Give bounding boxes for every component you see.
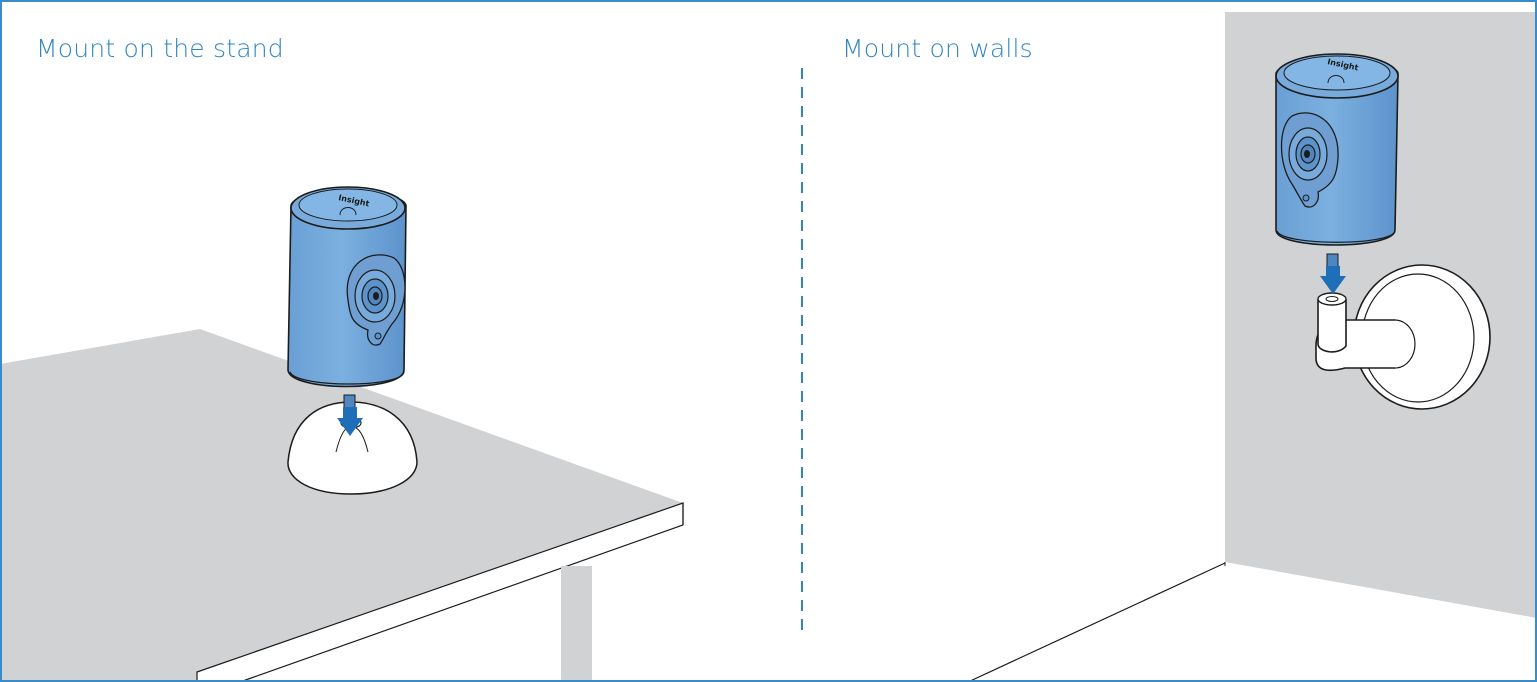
camera-icon: Insight	[1276, 54, 1398, 245]
heading-mount-on-walls: Mount on walls	[842, 34, 1033, 63]
camera-icon: Insight	[288, 187, 406, 387]
floor-line	[968, 563, 1225, 682]
table-leg	[561, 566, 592, 682]
heading-mount-on-stand: Mount on the stand	[36, 34, 284, 63]
